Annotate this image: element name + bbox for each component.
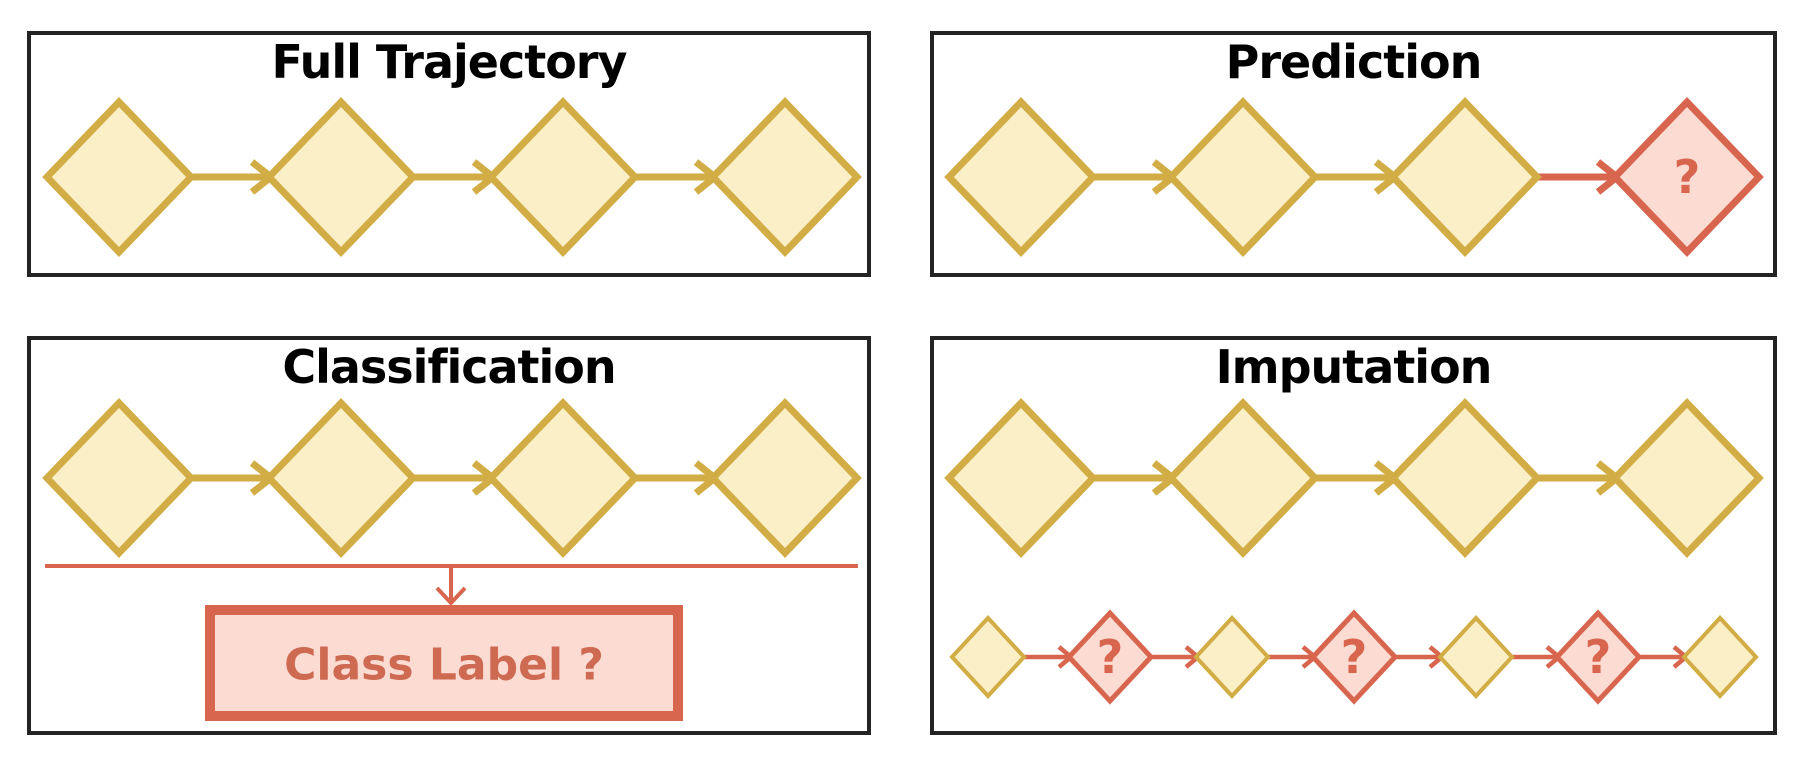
state-diamond-observed bbox=[264, 397, 418, 559]
state-diamond-observed bbox=[486, 397, 640, 559]
transition-arrow bbox=[1639, 645, 1690, 669]
transition-arrow bbox=[1537, 159, 1623, 195]
state-diamond-observed bbox=[1388, 96, 1542, 258]
class-label-text: Class Label ? bbox=[284, 640, 604, 691]
state-diamond-observed bbox=[42, 96, 196, 258]
panel-full-trajectory: Full Trajectory bbox=[27, 31, 871, 277]
transition-arrow bbox=[1512, 645, 1563, 669]
state-diamond-observed bbox=[264, 96, 418, 258]
panel-title-classification: Classification bbox=[282, 340, 616, 394]
classification-diagram: Class Label ? bbox=[42, 397, 862, 721]
panel-classification: Class Label ? Classification bbox=[27, 336, 871, 735]
state-diamond-observed bbox=[708, 397, 862, 559]
full-trajectory-diagram bbox=[42, 96, 862, 258]
missing-value-label: ? bbox=[1097, 630, 1124, 684]
missing-value-label: ? bbox=[1585, 630, 1612, 684]
imputation-diagram: ??? bbox=[944, 397, 1764, 705]
transition-arrow bbox=[1395, 645, 1446, 669]
transition-arrow bbox=[1537, 460, 1623, 496]
state-diamond-observed bbox=[949, 615, 1027, 699]
transition-arrow bbox=[635, 159, 721, 195]
state-diamond-observed bbox=[1681, 615, 1759, 699]
state-diamond-observed bbox=[486, 96, 640, 258]
state-diamond-observed bbox=[944, 397, 1098, 559]
transition-arrow bbox=[1315, 159, 1401, 195]
state-diamond-observed bbox=[1193, 615, 1271, 699]
state-diamond-observed bbox=[944, 96, 1098, 258]
state-diamond-observed bbox=[1166, 397, 1320, 559]
panel-title-full-trajectory: Full Trajectory bbox=[271, 35, 628, 89]
transition-arrow bbox=[635, 460, 721, 496]
transition-arrow bbox=[1093, 159, 1179, 195]
state-diamond-observed bbox=[1388, 397, 1542, 559]
classification-aggregate: Class Label ? bbox=[45, 564, 858, 721]
transition-arrow bbox=[1315, 460, 1401, 496]
transition-arrow bbox=[1151, 645, 1202, 669]
state-diamond-missing bbox=[1610, 96, 1764, 258]
state-diamond-observed bbox=[1610, 397, 1764, 559]
transition-arrow bbox=[413, 460, 499, 496]
class-label-box bbox=[205, 605, 683, 721]
panel-prediction: ? Prediction bbox=[930, 31, 1777, 277]
state-diamond-missing bbox=[1309, 609, 1399, 705]
state-diamond-observed bbox=[1437, 615, 1515, 699]
pooling-arrow-head bbox=[435, 586, 467, 606]
panel-title-prediction: Prediction bbox=[1225, 35, 1483, 89]
missing-value-label: ? bbox=[1674, 150, 1701, 204]
prediction-diagram: ? bbox=[944, 96, 1764, 258]
state-diamond-missing bbox=[1553, 609, 1643, 705]
missing-value-label: ? bbox=[1341, 630, 1368, 684]
transition-arrow bbox=[413, 159, 499, 195]
panel-imputation: ??? Imputation bbox=[930, 336, 1777, 735]
transition-arrow bbox=[1024, 645, 1075, 669]
panel-title-imputation: Imputation bbox=[1215, 340, 1493, 394]
state-diamond-observed bbox=[1166, 96, 1320, 258]
state-diamond-observed bbox=[708, 96, 862, 258]
transition-arrow bbox=[191, 159, 277, 195]
transition-arrow bbox=[1093, 460, 1179, 496]
transition-arrow bbox=[1268, 645, 1319, 669]
state-diamond-missing bbox=[1065, 609, 1155, 705]
state-diamond-observed bbox=[42, 397, 196, 559]
transition-arrow bbox=[191, 460, 277, 496]
